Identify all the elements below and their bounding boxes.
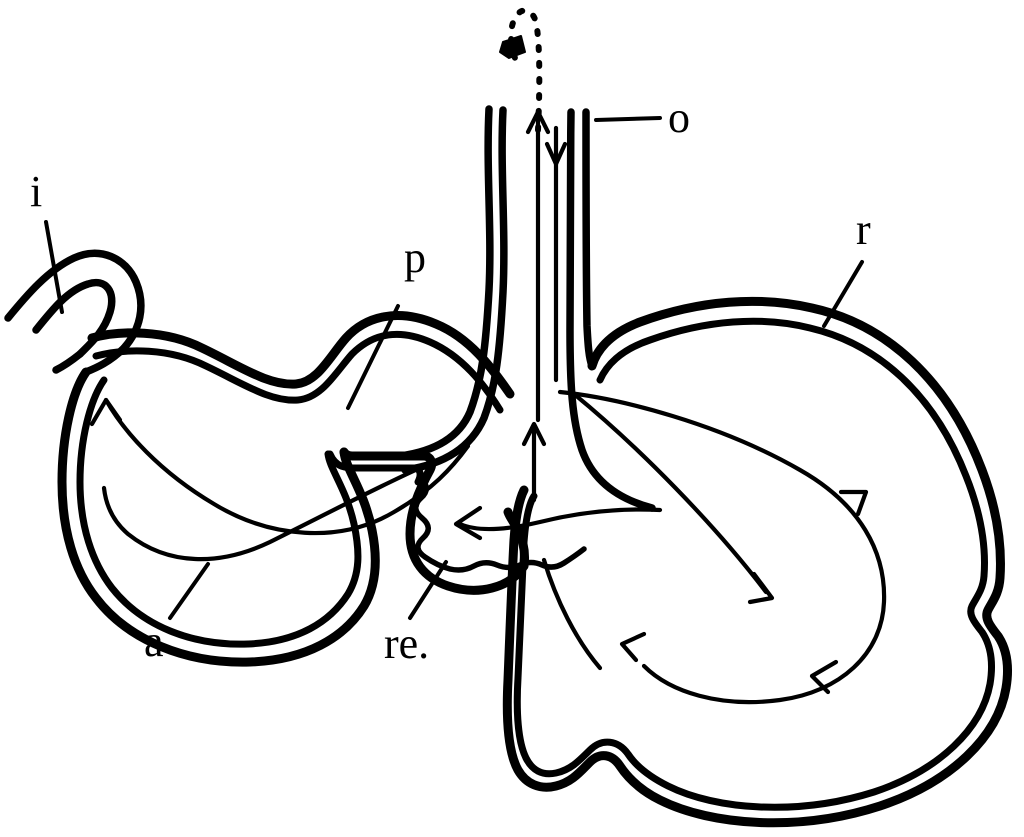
rumen-dorsal-flow [557, 389, 887, 705]
rumination-arrowhead [499, 35, 526, 59]
reticulo-omasal-arrowhead [453, 505, 483, 541]
abomasum-outer-wall [57, 367, 380, 667]
reticulo-omasal-flow [457, 507, 663, 532]
oesophagus-left-inner-wall [401, 106, 508, 474]
rumen-group [502, 296, 1013, 828]
rumination-dotted-loop [508, 7, 543, 133]
oesophagus-up-arrowhead [525, 109, 551, 135]
oesophagus-right-inner-wall [566, 108, 656, 512]
omasum-group [87, 311, 515, 414]
intestine-junction-line-2 [52, 350, 84, 374]
leader-line-r [822, 260, 864, 328]
rumen-diagonal-flow [571, 391, 769, 595]
intestine-outer-line [4, 249, 145, 352]
label-rumen: r [856, 205, 871, 254]
omasum-inner-wall [92, 330, 504, 414]
reticulum-right-neck-outer [503, 507, 529, 571]
abomasum-group [57, 367, 380, 667]
leader-line-o [594, 116, 662, 122]
leader-line-a [168, 562, 210, 620]
label-oesophagus: o [668, 93, 690, 142]
leader-line-re [408, 560, 448, 620]
label-omasum: p [404, 233, 426, 282]
rumen-outer-wall [502, 296, 1013, 828]
reticulum-inner-wall [326, 450, 424, 486]
oesophagus-left-outer-wall [396, 105, 494, 460]
flow-arrows-group [89, 7, 887, 705]
rumen-return-flow [541, 557, 603, 671]
oesophagus-group [396, 105, 656, 512]
oesophagus-right-outer-wall [582, 108, 596, 370]
intestine-group [4, 249, 145, 376]
rumen-dorsal-arrowhead-bottom [809, 659, 839, 695]
leader-lines-group [44, 116, 864, 620]
rumen-inner-wall [513, 317, 996, 811]
leader-line-i [44, 220, 64, 314]
oesophagus-down-arrowhead [544, 141, 568, 167]
intestine-inner-line [32, 278, 116, 358]
leader-line-p [346, 304, 400, 410]
label-intestine: i [30, 167, 43, 216]
omasum-longitudinal-flow [103, 397, 471, 536]
rumen-dorsal-arrowhead-right [838, 489, 869, 517]
abomasum-inner-wall [76, 376, 362, 648]
reticulum-honeycomb-lining [413, 475, 587, 573]
omasum-outer-wall [87, 311, 515, 399]
cardia-up-arrowhead [521, 421, 547, 447]
rumen-ventral-arrowhead [619, 631, 647, 663]
rumen-diagonal-arrowhead [747, 571, 775, 605]
label-abomasum: a [144, 617, 164, 666]
label-reticulum: re. [384, 619, 430, 668]
omasum-to-abomasum-flow [101, 465, 423, 562]
